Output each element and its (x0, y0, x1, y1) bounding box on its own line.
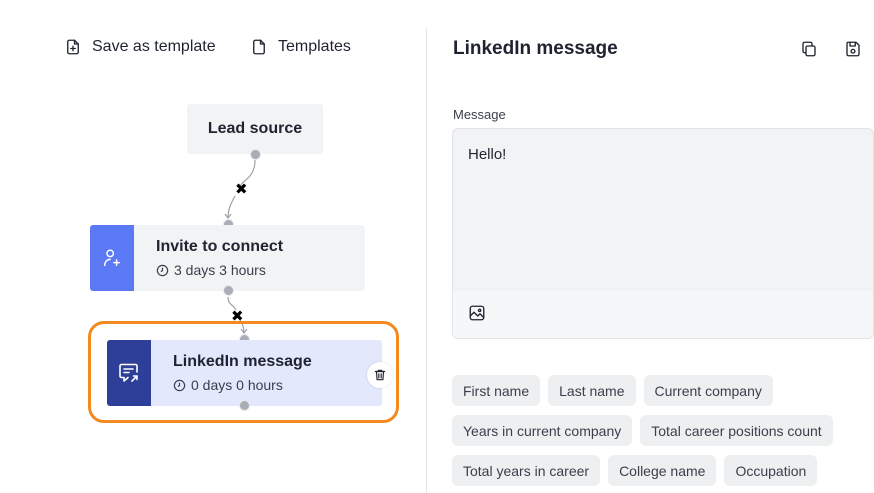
message-textarea[interactable]: Hello! (452, 128, 874, 339)
image-icon[interactable] (468, 304, 486, 322)
templates-label: Templates (278, 38, 351, 55)
linkedin-title: LinkedIn message (173, 353, 312, 370)
trash-icon (374, 369, 386, 381)
delete-node-button[interactable] (367, 362, 393, 388)
linkedin-delay: 0 days 0 hours (173, 377, 382, 393)
chip-row: First name Last name Current company (452, 375, 862, 406)
panel-divider (426, 28, 427, 493)
lead-source-title: Lead source (207, 120, 303, 137)
linkedin-output-port[interactable] (238, 400, 250, 411)
file-plus-icon (67, 39, 79, 55)
chip-row: Total years in career College name Occup… (452, 455, 862, 486)
invite-icon-box (90, 225, 134, 291)
selected-node-highlight (88, 321, 399, 423)
message-text[interactable]: Hello! (468, 146, 507, 163)
clock-icon (173, 379, 186, 391)
panel-title: LinkedIn message (453, 38, 618, 59)
lead-source-output-port[interactable] (249, 149, 261, 160)
invite-to-connect-node[interactable]: Invite to connect 3 days 3 hours (90, 225, 365, 291)
invite-output-port[interactable] (222, 285, 234, 296)
templates-button[interactable]: Templates (250, 38, 351, 56)
invite-delay-text: 3 days 3 hours (174, 262, 266, 278)
variable-chip[interactable]: Last name (548, 375, 636, 406)
message-toolbar (453, 291, 873, 338)
save-as-template-button[interactable]: Save as template (64, 38, 216, 56)
user-plus-icon (103, 249, 121, 267)
variable-chip[interactable]: Total years in career (452, 455, 601, 486)
file-icon (253, 39, 265, 55)
invite-delay: 3 days 3 hours (156, 262, 365, 278)
variable-chip[interactable]: Total career positions count (640, 415, 833, 446)
variable-chip[interactable]: Current company (643, 375, 773, 406)
variable-chips: First name Last name Current company Yea… (452, 375, 862, 493)
variable-chip[interactable]: Occupation (724, 455, 818, 486)
remove-connection-button[interactable]: ✖ (235, 181, 248, 198)
chip-row: Years in current company Total career po… (452, 415, 862, 446)
message-send-icon (119, 363, 138, 382)
linkedin-message-node[interactable]: LinkedIn message 0 days 0 hours (107, 340, 382, 406)
copy-icon[interactable] (800, 40, 818, 58)
linkedin-delay-text: 0 days 0 hours (191, 377, 283, 393)
remove-connection-button[interactable]: ✖ (231, 308, 244, 325)
variable-chip[interactable]: Years in current company (452, 415, 633, 446)
variable-chip[interactable]: First name (452, 375, 541, 406)
save-as-template-label: Save as template (92, 38, 216, 55)
flow-canvas: Lead source ✖ Invite to connect 3 days 3… (0, 0, 426, 493)
linkedin-icon-box (107, 340, 151, 406)
invite-title: Invite to connect (156, 238, 284, 255)
variable-chip[interactable]: College name (608, 455, 717, 486)
clock-icon (156, 264, 169, 276)
message-label: Message (453, 107, 506, 122)
lead-source-node[interactable]: Lead source (187, 104, 323, 154)
save-icon[interactable] (844, 40, 862, 58)
